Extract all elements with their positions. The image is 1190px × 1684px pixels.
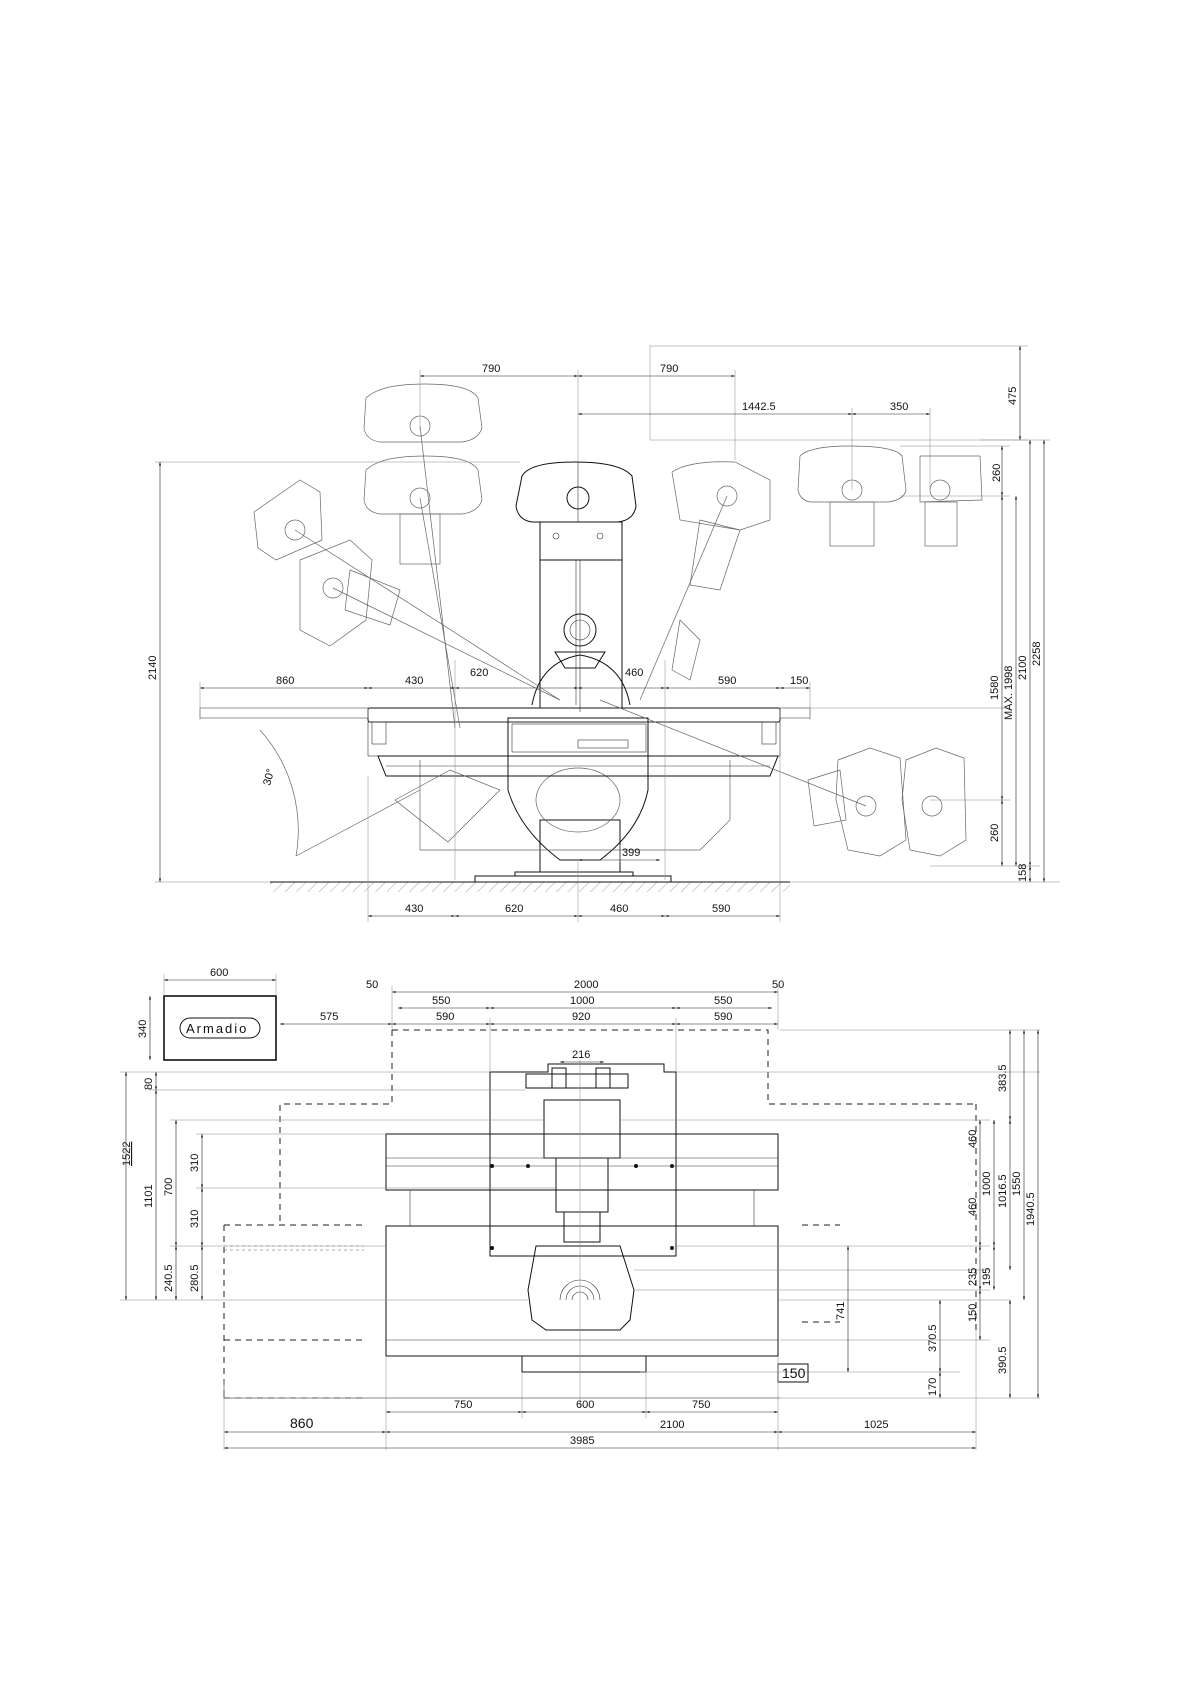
dim-460-b: 460: [967, 1198, 979, 1216]
dim-170: 170: [927, 1378, 939, 1396]
dim-2258: 2258: [1031, 642, 1043, 666]
dim-1101: 1101: [143, 1184, 155, 1208]
dim-750-right: 750: [692, 1399, 710, 1411]
dim-158: 158: [1017, 864, 1029, 882]
dim-460: 460: [625, 667, 643, 679]
dim-590-left: 590: [436, 1011, 454, 1023]
dim-1442-5: 1442.5: [742, 401, 776, 413]
dim-700: 700: [163, 1178, 175, 1196]
dim-bottom-590: 590: [712, 903, 730, 915]
dim-1000: 1000: [570, 995, 594, 1007]
dim-150-box: 150: [782, 1365, 806, 1381]
dim-1550: 1550: [1011, 1172, 1023, 1196]
dim-350: 350: [890, 401, 908, 413]
dim-383-5: 383.5: [997, 1064, 1009, 1092]
dim-741: 741: [835, 1302, 847, 1320]
angle-30: 30°: [261, 768, 277, 787]
dim-920: 920: [572, 1011, 590, 1023]
dim-310-b: 310: [189, 1210, 201, 1228]
dim-1522: 1522: [121, 1142, 133, 1166]
dim-260-bottom: 260: [989, 824, 1001, 842]
dim-860-bottom: 860: [290, 1415, 314, 1431]
dim-2100-bottom: 2100: [660, 1419, 684, 1431]
front-view: 790 790 475 1442.5 350 260 860 430 620 4…: [147, 345, 1060, 922]
dim-370-5: 370.5: [927, 1324, 939, 1352]
dim-550-left: 550: [432, 995, 450, 1007]
dim-max-1998: MAX. 1998: [1003, 666, 1015, 720]
dim-790-left: 790: [482, 363, 500, 375]
plan-view: Armadio 600 340: [120, 967, 1040, 1450]
dim-460-a: 460: [967, 1130, 979, 1148]
dim-240-5: 240.5: [163, 1264, 175, 1292]
dim-2000: 2000: [574, 979, 598, 991]
dim-310-a: 310: [189, 1154, 201, 1172]
dim-1580: 1580: [989, 676, 1001, 700]
dim-750-left: 750: [454, 1399, 472, 1411]
dim-860: 860: [276, 675, 294, 687]
dim-2100: 2100: [1017, 656, 1029, 680]
dim-340: 340: [137, 1020, 149, 1038]
dim-50-left: 50: [366, 979, 378, 991]
dim-600-bottom: 600: [576, 1399, 594, 1411]
dim-bottom-620: 620: [505, 903, 523, 915]
dim-390-5: 390.5: [997, 1346, 1009, 1374]
dim-1025: 1025: [864, 1419, 888, 1431]
dim-50-right: 50: [772, 979, 784, 991]
dim-280-5: 280.5: [189, 1264, 201, 1292]
armadio-logo: Armadio: [186, 1021, 248, 1036]
dim-550-right: 550: [714, 995, 732, 1007]
dim-235: 235: [967, 1268, 979, 1286]
dim-399: 399: [622, 847, 640, 859]
dim-1000-right: 1000: [981, 1172, 993, 1196]
dim-575: 575: [320, 1011, 338, 1023]
dim-bottom-430: 430: [405, 903, 423, 915]
dim-590-right: 590: [714, 1011, 732, 1023]
dim-790-right: 790: [660, 363, 678, 375]
dim-150-right: 150: [967, 1304, 979, 1322]
dim-475: 475: [1007, 387, 1019, 405]
dim-195: 195: [981, 1268, 993, 1286]
dim-620: 620: [470, 667, 488, 679]
control-console: [163, 995, 277, 1061]
dim-1016-5: 1016.5: [997, 1174, 1009, 1208]
dim-216: 216: [572, 1049, 590, 1061]
dim-150: 150: [790, 675, 808, 687]
dim-1940-5: 1940.5: [1025, 1192, 1037, 1226]
dim-590: 590: [718, 675, 736, 687]
dim-260-top: 260: [991, 464, 1003, 482]
dim-600-console: 600: [210, 967, 228, 979]
dim-2140: 2140: [147, 656, 159, 680]
dim-430: 430: [405, 675, 423, 687]
dim-3985: 3985: [570, 1435, 594, 1447]
dim-bottom-460: 460: [610, 903, 628, 915]
dim-80: 80: [143, 1078, 155, 1090]
